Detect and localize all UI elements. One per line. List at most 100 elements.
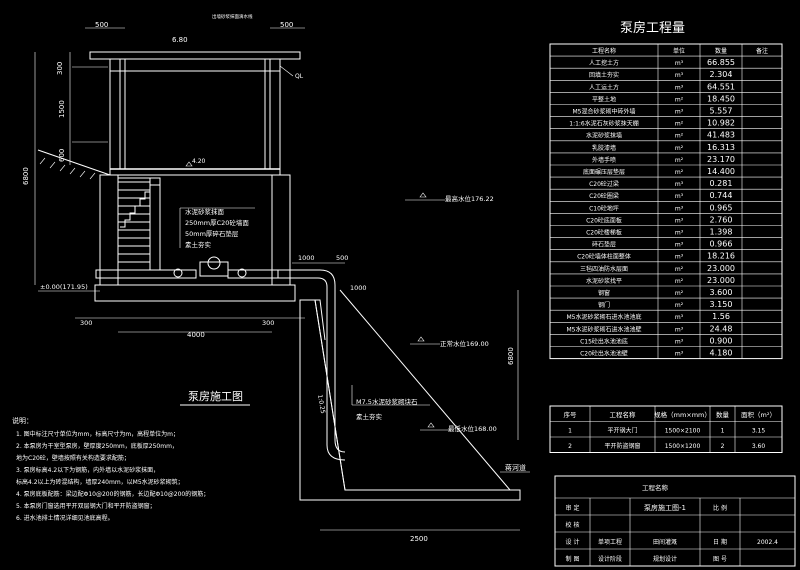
table-cell: 三毡四油防水层面 bbox=[580, 265, 628, 273]
dim-top-right: 500 bbox=[280, 21, 293, 29]
table-cell: 23.170 bbox=[707, 155, 735, 164]
table-cell: m² bbox=[675, 169, 684, 176]
table-cell: 41.483 bbox=[707, 131, 735, 140]
table-cell: 23.000 bbox=[707, 264, 735, 273]
table-cell: 人工挖土方 bbox=[589, 59, 619, 67]
note-line: 2. 本泵房为干室型泵房，壁厚度250mm，底板厚250mm， bbox=[16, 442, 178, 450]
table-cell: 0.965 bbox=[710, 203, 733, 212]
table-cell: 平整土地 bbox=[592, 95, 616, 103]
table-cell: C20砼楼梯板 bbox=[586, 229, 622, 237]
table-cell: 0.744 bbox=[710, 191, 733, 200]
quantity-table-title: 泵房工程量 bbox=[620, 20, 685, 36]
dim-depth-6800: 6800 bbox=[507, 347, 515, 365]
table-header: 单位 bbox=[673, 47, 685, 55]
table-cell: 2.760 bbox=[710, 215, 733, 224]
door-table-cell: 2 bbox=[568, 443, 572, 450]
table-cell: m³ bbox=[675, 230, 684, 237]
table-cell: C20砼过梁 bbox=[589, 180, 619, 188]
dim-pipe-1000: 1000 bbox=[350, 284, 367, 292]
title-block-cell: 规划设计 bbox=[653, 555, 677, 563]
table-cell: C20砼墙体柱面整体 bbox=[577, 253, 631, 261]
notes-title: 说明： bbox=[12, 416, 33, 425]
door-table-cell: 3.60 bbox=[752, 443, 766, 450]
dim-500: 500 bbox=[336, 254, 348, 262]
table-cell: C10砼地坪 bbox=[589, 204, 619, 212]
wall-note-4: 素土夯实 bbox=[185, 240, 212, 249]
river-label: 蒋河道 bbox=[505, 463, 526, 472]
table-cell: 底面碾压层垫层 bbox=[583, 168, 625, 176]
table-cell: 64.551 bbox=[707, 82, 735, 91]
title-block-cell: 田间灌溉 bbox=[653, 538, 677, 546]
table-cell: m² bbox=[675, 157, 684, 164]
door-table-header: 工程名称 bbox=[610, 410, 637, 419]
title-block-cell: 图 号 bbox=[713, 556, 727, 563]
table-cell: 1.398 bbox=[710, 228, 733, 237]
door-table-cell: 1500×1200 bbox=[665, 443, 701, 450]
table-cell: 回填土夯实 bbox=[589, 71, 619, 79]
roof-level: 6.80 bbox=[172, 36, 188, 44]
table-cell: m² bbox=[675, 145, 684, 152]
door-table-cell: 1 bbox=[721, 428, 725, 435]
table-cell: M5水泥砂浆砌石进水池池底 bbox=[567, 313, 642, 321]
table-cell: 乳胶漆墙 bbox=[592, 144, 616, 152]
note-line: 1. 图中标注尺寸单位为mm，标高尺寸为m，高程单位为m； bbox=[16, 430, 179, 438]
door-table-header: 数量 bbox=[716, 410, 730, 419]
note-line: 6. 进水池排土情况详细见池底高程。 bbox=[16, 514, 114, 522]
door-table-cell: 1 bbox=[568, 428, 572, 435]
table-cell: 3.150 bbox=[710, 300, 733, 309]
table-cell: m³ bbox=[675, 242, 684, 249]
table-cell: 1.56 bbox=[712, 312, 730, 321]
dim-6800: 6800 bbox=[22, 167, 30, 185]
table-cell: 2.304 bbox=[710, 70, 733, 79]
dim-300: 300 bbox=[56, 62, 64, 75]
table-cell: 碎石垫层 bbox=[592, 241, 616, 249]
table-cell: m³ bbox=[675, 72, 684, 79]
table-cell: m³ bbox=[675, 254, 684, 261]
ground-level: ±0.00(171.95) bbox=[40, 283, 88, 291]
table-cell: 23.000 bbox=[707, 276, 735, 285]
table-header: 备注 bbox=[756, 47, 768, 55]
table-cell: 18.450 bbox=[707, 94, 735, 103]
note-line: 3. 泵房标高4.2以下为钢筋，内外墙以水泥砂浆抹面， bbox=[16, 466, 159, 474]
door-table-cell: 3.15 bbox=[752, 428, 766, 435]
pump-unit bbox=[95, 256, 336, 300]
table-cell: m² bbox=[675, 96, 684, 103]
slope-note-1: M7.5水泥砂浆砌块石 bbox=[356, 397, 418, 406]
table-cell: m³ bbox=[675, 193, 684, 200]
dim-bot-300a: 300 bbox=[80, 319, 92, 327]
drawing-title: 泵房施工图 bbox=[188, 390, 243, 403]
table-cell: 0.281 bbox=[710, 179, 733, 188]
table-cell: 3.600 bbox=[710, 288, 733, 297]
title-block-cell: 审 定 bbox=[566, 504, 580, 512]
table-cell: 水泥砂浆找平 bbox=[586, 277, 622, 285]
table-header: 工程名称 bbox=[592, 47, 616, 55]
table-cell: 24.48 bbox=[710, 324, 733, 333]
table-cell: 1:1:6水泥石灰砂浆抹天棚 bbox=[569, 120, 639, 128]
title-block-cell: 日 期 bbox=[713, 538, 727, 546]
table-cell: m³ bbox=[675, 338, 684, 345]
table-cell: 14.400 bbox=[707, 167, 735, 176]
table-cell: M5水泥砂浆砌石进水池池壁 bbox=[567, 325, 642, 333]
roof-note: 出墙砂浆抹面滴水线 bbox=[212, 13, 253, 20]
table-cell: m² bbox=[675, 133, 684, 140]
title-block-cell: 设 计 bbox=[566, 538, 580, 546]
title-block-cell: 制 图 bbox=[566, 555, 580, 563]
table-cell: 5.557 bbox=[710, 107, 733, 116]
table-cell: m² bbox=[675, 290, 684, 297]
table-cell: 0.900 bbox=[710, 336, 733, 345]
table-cell: C20砼出水池池壁 bbox=[580, 350, 628, 358]
door-table-header: 序号 bbox=[564, 410, 578, 419]
dim-600: 600 bbox=[58, 149, 66, 162]
notes-block: 说明： 1. 图中标注尺寸单位为mm，标高尺寸为m，高程单位为m； 2. 本泵房… bbox=[12, 416, 209, 522]
title-block-cell: 设计阶段 bbox=[598, 555, 622, 563]
dim-4000: 4000 bbox=[187, 331, 205, 339]
table-cell: m³ bbox=[675, 109, 684, 116]
note-line: 地为C20砼，壁墙按照有关构造要求配筋； bbox=[16, 454, 130, 462]
title-block-project-label: 工程名称 bbox=[642, 483, 669, 492]
table-cell: 钢窗 bbox=[598, 289, 610, 297]
wall-note-2: 250mm厚C20砼墙面 bbox=[185, 218, 249, 227]
door-table-header: 面积（m²） bbox=[741, 410, 776, 419]
